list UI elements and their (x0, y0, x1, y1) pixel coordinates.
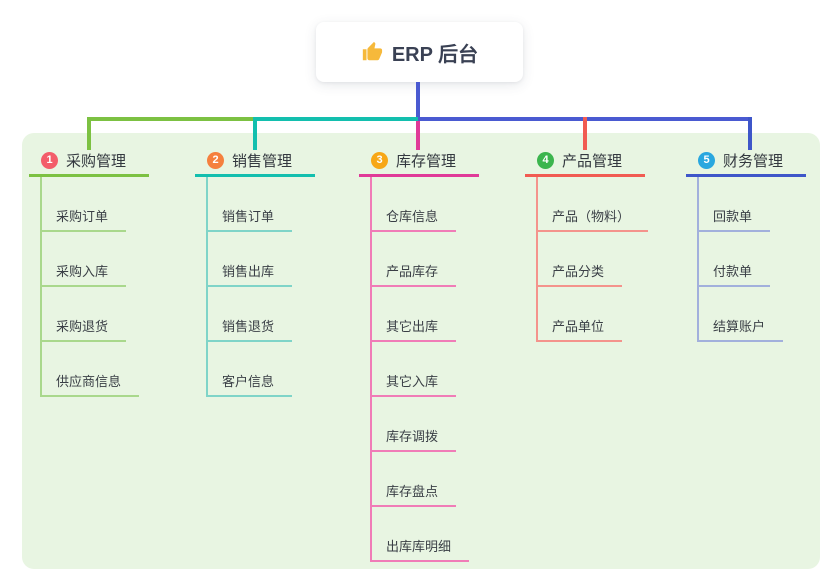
branch-number-badge: 4 (537, 151, 554, 169)
branch-title: 库存管理 (396, 152, 457, 170)
branch-number-badge: 5 (698, 151, 715, 169)
connector-line (583, 117, 587, 150)
child-node[interactable]: 客户信息 (206, 342, 293, 397)
child-node[interactable]: 付款单 (697, 232, 771, 287)
child-node[interactable]: 其它出库 (370, 287, 457, 342)
branch-child-line (40, 177, 42, 397)
branch-title: 产品管理 (562, 152, 623, 170)
branch-node: 1 采购管理 (29, 146, 149, 177)
branch-child-line (206, 177, 208, 397)
child-node[interactable]: 采购订单 (40, 177, 127, 232)
child-node[interactable]: 采购入库 (40, 232, 127, 287)
connector-line (748, 117, 752, 150)
branch-node: 3 库存管理 (359, 146, 479, 177)
child-node[interactable]: 产品（物料） (536, 177, 649, 232)
child-node[interactable]: 结算账户 (697, 287, 784, 342)
branch-number-badge: 3 (371, 151, 388, 169)
connector-line (253, 117, 257, 150)
child-node[interactable]: 产品分类 (536, 232, 623, 287)
child-node[interactable]: 销售出库 (206, 232, 293, 287)
branch-children: 仓库信息产品库存其它出库其它入库库存调拨库存盘点出库库明细 (370, 177, 470, 562)
child-node[interactable]: 销售订单 (206, 177, 293, 232)
child-node[interactable]: 其它入库 (370, 342, 457, 397)
branch-child-line (697, 177, 699, 342)
root-node-erp[interactable]: ERP 后台 (316, 22, 523, 82)
branch-child-line (370, 177, 372, 562)
connector-line (253, 117, 418, 121)
branch-title: 销售管理 (232, 152, 293, 170)
child-node[interactable]: 仓库信息 (370, 177, 457, 232)
branch-number-badge: 2 (207, 151, 224, 169)
branches-panel (22, 133, 820, 569)
branch-header-4[interactable]: 4 产品管理 (525, 146, 645, 177)
branch-title: 采购管理 (66, 152, 127, 170)
branch-header-1[interactable]: 1 采购管理 (29, 146, 149, 177)
thumbs-up-icon (362, 41, 382, 61)
branch-children: 回款单付款单结算账户 (697, 177, 784, 342)
child-node[interactable]: 回款单 (697, 177, 771, 232)
branch-node: 2 销售管理 (195, 146, 315, 177)
child-node[interactable]: 库存调拨 (370, 397, 457, 452)
branch-number-badge: 1 (41, 151, 58, 169)
child-node[interactable]: 供应商信息 (40, 342, 140, 397)
branch-node: 5 财务管理 (686, 146, 806, 177)
branch-header-3[interactable]: 3 库存管理 (359, 146, 479, 177)
branch-header-5[interactable]: 5 财务管理 (686, 146, 806, 177)
child-node[interactable]: 采购退货 (40, 287, 127, 342)
child-node[interactable]: 出库库明细 (370, 507, 470, 562)
connector-line (416, 82, 420, 119)
branch-children: 采购订单采购入库采购退货供应商信息 (40, 177, 140, 397)
branch-child-line (536, 177, 538, 342)
branch-node: 4 产品管理 (525, 146, 645, 177)
root-node-title: ERP 后台 (391, 43, 479, 66)
branch-children: 产品（物料）产品分类产品单位 (536, 177, 649, 342)
child-node[interactable]: 库存盘点 (370, 452, 457, 507)
connector-line (416, 121, 420, 150)
child-node[interactable]: 产品单位 (536, 287, 623, 342)
connector-line (87, 117, 91, 150)
branch-children: 销售订单销售出库销售退货客户信息 (206, 177, 293, 397)
branch-title: 财务管理 (723, 152, 784, 170)
child-node[interactable]: 销售退货 (206, 287, 293, 342)
child-node[interactable]: 产品库存 (370, 232, 457, 287)
connector-line (87, 117, 253, 121)
branch-header-2[interactable]: 2 销售管理 (195, 146, 315, 177)
